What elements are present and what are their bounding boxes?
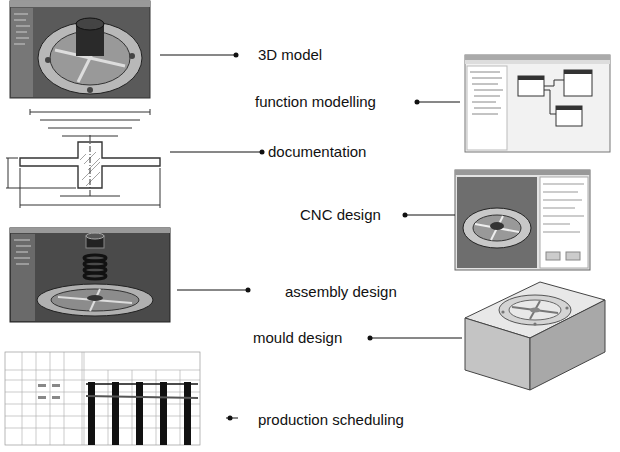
caption-label: mould design [253, 329, 342, 347]
leader-line [407, 215, 455, 216]
function-screenshot [465, 55, 610, 152]
leader-dot [403, 213, 408, 218]
leader-dot [368, 336, 373, 341]
technical-drawing [6, 109, 160, 208]
leader-dot [228, 416, 233, 421]
leader-dot [260, 150, 265, 155]
leader-dot [246, 288, 251, 293]
leader-line [177, 290, 246, 291]
leader-line [170, 152, 260, 153]
leader-dot [415, 100, 420, 105]
model-screenshot [10, 1, 150, 98]
caption-label: 3D model [258, 46, 322, 64]
leader-line [160, 55, 234, 56]
assembly-screenshot [10, 228, 170, 322]
mould-block [465, 282, 605, 390]
caption-label: production scheduling [258, 411, 404, 429]
leader-dot [234, 53, 239, 58]
caption-label: documentation [268, 143, 366, 161]
caption-label: assembly design [285, 283, 397, 301]
caption-label: function modelling [255, 93, 376, 111]
cnc-screenshot [455, 170, 590, 270]
schedule-table [5, 352, 200, 445]
leader-line [372, 338, 462, 339]
leader-line [419, 102, 460, 103]
caption-label: CNC design [300, 206, 381, 224]
